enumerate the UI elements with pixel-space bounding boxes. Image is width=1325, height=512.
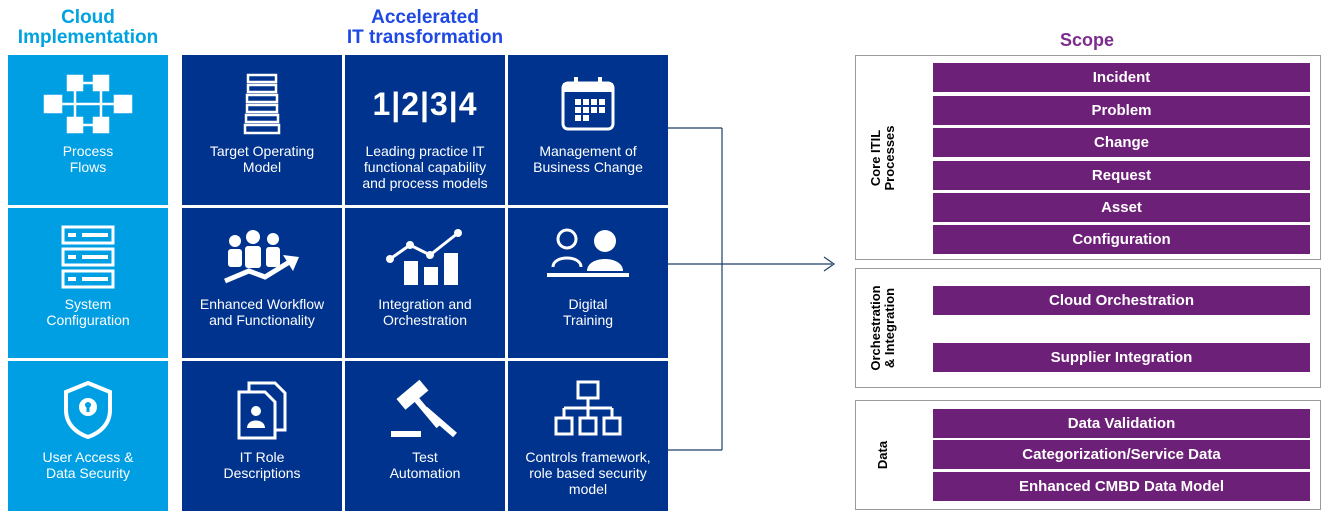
tile-label: System Configuration (46, 296, 130, 328)
scope-group-core-itil: Core ITIL Processes Incident Problem Cha… (855, 55, 1321, 260)
tile-label: Digital Training (562, 296, 614, 328)
tile-target-operating-model: Target Operating Model (182, 55, 342, 205)
tile-user-access-data-security: User Access & Data Security (8, 361, 168, 511)
team-growth-icon (221, 224, 303, 290)
tile-label: User Access & Data Security (42, 449, 134, 481)
tile-system-configuration: System Configuration (8, 208, 168, 358)
scope-item-incident: Incident (933, 63, 1310, 92)
shield-lock-icon (62, 377, 114, 443)
tile-label: IT Role Descriptions (223, 449, 301, 481)
org-chart-icon (553, 377, 623, 443)
tile-digital-training: Digital Training (508, 208, 668, 358)
documents-icon (235, 377, 289, 443)
tile-process-flows: Process Flows (8, 55, 168, 205)
tile-management-business-change: Management of Business Change (508, 55, 668, 205)
scope-item-cmbd-data-model: Enhanced CMBD Data Model (933, 472, 1310, 501)
group-label: Core ITIL Processes (868, 124, 897, 191)
tile-integration-orchestration: Integration and Orchestration (345, 208, 505, 358)
bar-chart-trend-icon (384, 224, 466, 290)
connector-bracket (668, 127, 836, 451)
group-label: Data (875, 440, 890, 470)
tile-label: Process Flows (62, 143, 114, 175)
scope-item-change: Change (933, 128, 1310, 157)
group-label: Orchestration & Integration (868, 285, 897, 371)
tile-leading-practice: 1|2|3|4 Leading practice IT functional c… (345, 55, 505, 205)
scope-item-supplier-integration: Supplier Integration (933, 343, 1310, 372)
stack-icon (242, 71, 282, 137)
gavel-icon (385, 377, 465, 443)
tile-controls-framework: Controls framework, role based security … (508, 361, 668, 511)
server-icon (60, 224, 116, 290)
scope-item-cloud-orchestration: Cloud Orchestration (933, 286, 1310, 315)
people-laptop-icon (545, 224, 631, 290)
tile-label: Management of Business Change (533, 143, 643, 175)
tile-label: Enhanced Workflow and Functionality (199, 296, 325, 328)
tile-test-automation: Test Automation (345, 361, 505, 511)
process-flow-icon (41, 71, 135, 137)
scope-group-data: Data Data Validation Categorization/Serv… (855, 400, 1321, 510)
scope-item-categorization: Categorization/Service Data (933, 440, 1310, 469)
numbered-steps-icon: 1|2|3|4 (372, 85, 478, 122)
tile-label: Controls framework, role based security … (525, 449, 651, 497)
scope-item-configuration: Configuration (933, 225, 1310, 254)
scope-item-data-validation: Data Validation (933, 409, 1310, 438)
tile-it-role-descriptions: IT Role Descriptions (182, 361, 342, 511)
tile-label: Target Operating Model (209, 143, 315, 175)
scope-item-asset: Asset (933, 193, 1310, 222)
scope-item-request: Request (933, 161, 1310, 190)
cloud-implementation-heading: Cloud Implementation (17, 7, 159, 48)
accelerated-it-heading: Accelerated IT transformation (346, 7, 504, 48)
tile-label: Leading practice IT functional capabilit… (362, 143, 488, 191)
scope-item-problem: Problem (933, 96, 1310, 125)
tile-enhanced-workflow: Enhanced Workflow and Functionality (182, 208, 342, 358)
tile-label: Integration and Orchestration (378, 296, 472, 328)
scope-group-orchestration-integration: Orchestration & Integration Cloud Orches… (855, 268, 1321, 388)
calendar-icon (560, 71, 616, 137)
scope-heading: Scope (1059, 30, 1115, 50)
tile-label: Test Automation (389, 449, 461, 481)
